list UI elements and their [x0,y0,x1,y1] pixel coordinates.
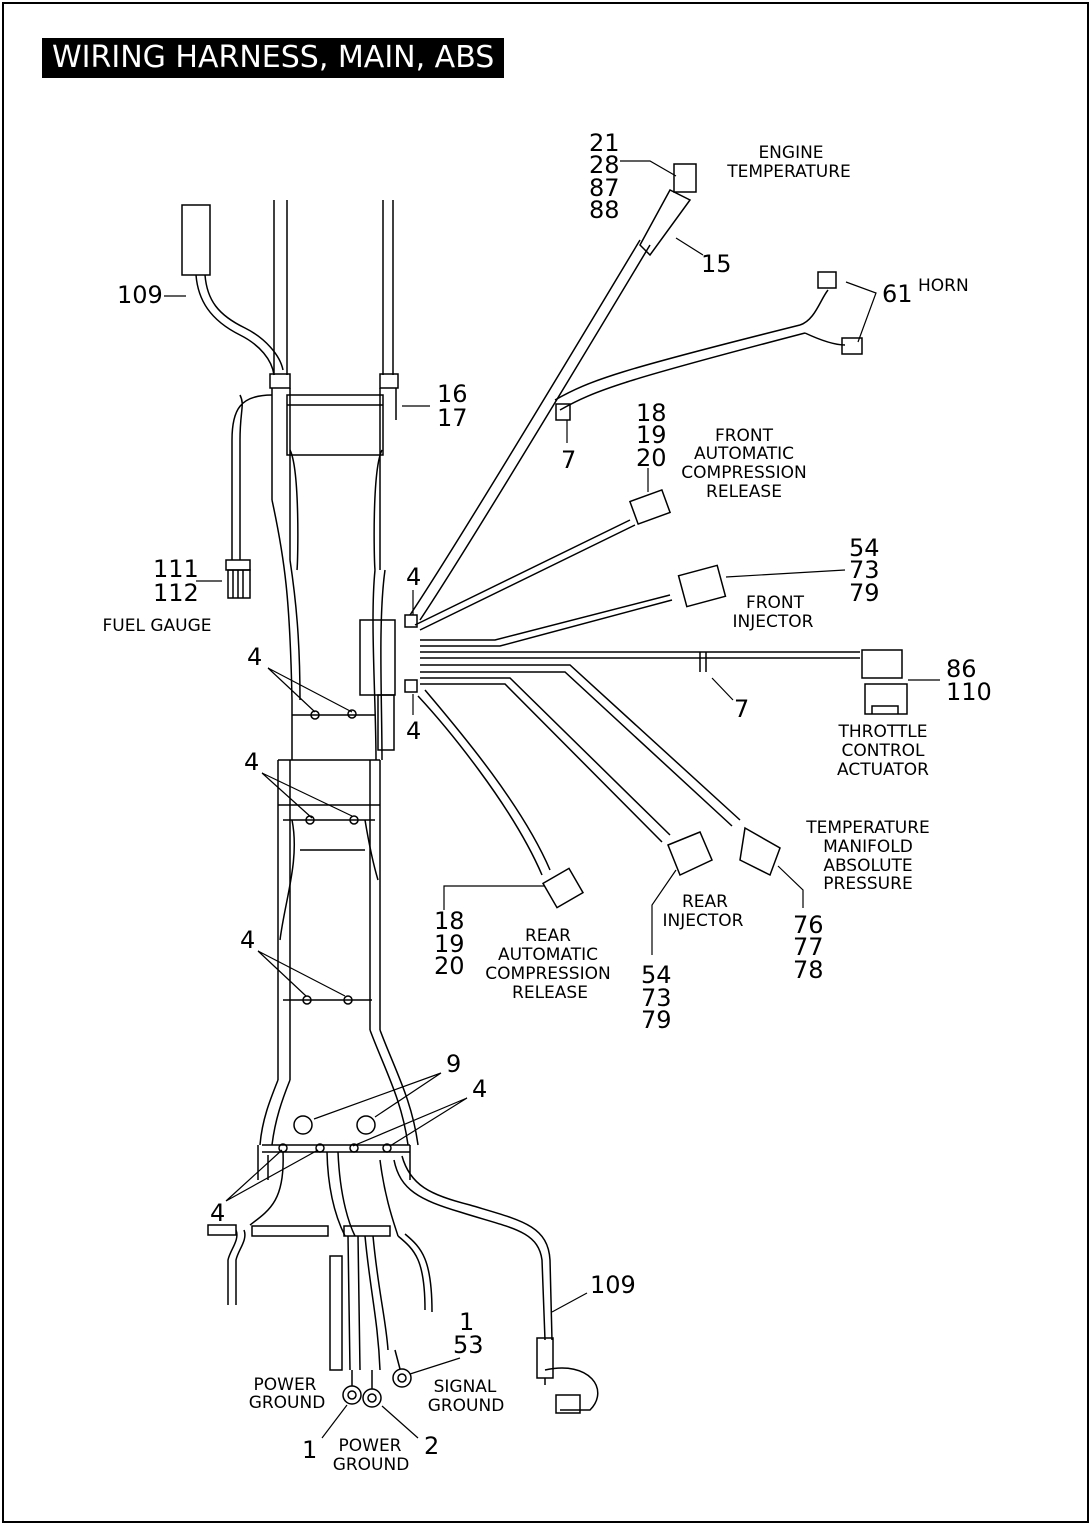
front-injector-part-num: 73 [849,556,880,584]
front-injector-part-num: 79 [849,579,880,607]
part-num-15: 15 [701,250,732,278]
frame-drawing [181,163,908,1414]
engine-temp-part-num: 88 [589,196,620,224]
part-num-4: 4 [406,563,421,591]
callout-labels: 21 28 87 88 ENGINE TEMPERATURE 15 61 HOR… [103,129,992,1475]
front-injector-label: FRONT [746,593,805,613]
tmap-part-num: 77 [793,933,824,961]
throttle-part-num: 110 [946,678,992,706]
horn-label: HORN [918,276,969,296]
front-injector-label: INJECTOR [733,612,814,632]
rear-acr-label: COMPRESSION [485,964,610,984]
rear-injector-label: INJECTOR [663,911,744,931]
fuel-gauge-label: FUEL GAUGE [103,616,212,636]
tmap-label: TEMPERATURE [805,818,930,838]
front-acr-label: AUTOMATIC [694,444,794,464]
rear-injector-part-num: 79 [641,1006,672,1034]
rear-injector-part-num: 54 [641,961,672,989]
signal-ground-part-num: 53 [453,1331,484,1359]
throttle-label: CONTROL [841,741,925,761]
part-num-17: 17 [437,404,468,432]
throttle-label: THROTTLE [837,722,927,742]
engine-temp-label: ENGINE [758,143,823,163]
tmap-part-num: 76 [793,911,824,939]
fuel-gauge-part-num: 111 [153,555,199,583]
rear-acr-part-num: 18 [434,907,465,935]
tmap-label: PRESSURE [823,874,912,894]
engine-temp-part-num: 28 [589,151,620,179]
power-ground-bottom-label: POWER [339,1436,402,1456]
rear-acr-part-num: 19 [434,930,465,958]
part-num-4: 4 [406,717,421,745]
tmap-label: ABSOLUTE [823,856,912,876]
front-acr-part-num: 18 [636,399,667,427]
power-ground-bottom-label: GROUND [333,1455,410,1475]
part-num-7-top: 7 [561,446,576,474]
tmap-label: MANIFOLD [823,837,913,857]
power-ground-left-label: POWER [254,1375,317,1395]
front-acr-label: RELEASE [706,482,782,502]
part-num-4: 4 [472,1075,487,1103]
rear-acr-label: AUTOMATIC [498,945,598,965]
tmap-part-num: 78 [793,956,824,984]
part-num-4: 4 [240,926,255,954]
front-acr-label: COMPRESSION [681,463,806,483]
part-num-4: 4 [247,643,262,671]
part-num-7-mid: 7 [734,695,749,723]
throttle-part-num: 86 [946,655,977,683]
page-title: WIRING HARNESS, MAIN, ABS [42,38,505,78]
fuel-gauge-part-num: 112 [153,579,199,607]
part-num-1: 1 [302,1436,317,1464]
throttle-label: ACTUATOR [837,760,929,780]
part-num-61: 61 [882,280,913,308]
front-acr-part-num: 20 [636,444,667,472]
front-injector-part-num: 54 [849,534,880,562]
rear-acr-label: RELEASE [512,983,588,1003]
part-num-2: 2 [424,1432,439,1460]
part-num-9: 9 [446,1050,461,1078]
signal-ground-part-num: 1 [459,1308,474,1336]
engine-temp-label: TEMPERATURE [726,162,851,182]
part-num-4: 4 [244,748,259,776]
engine-temp-part-num: 21 [589,129,620,157]
rear-injector-label: REAR [682,892,728,912]
leader-lines [164,160,940,1439]
signal-ground-label: GROUND [428,1396,505,1416]
part-num-109-bottom: 109 [590,1271,636,1299]
signal-ground-label: SIGNAL [434,1377,497,1397]
part-num-109-top: 109 [117,281,163,309]
rear-acr-label: REAR [525,926,571,946]
rear-acr-part-num: 20 [434,952,465,980]
front-acr-part-num: 19 [636,421,667,449]
part-num-4: 4 [210,1199,225,1227]
engine-temp-part-num: 87 [589,174,620,202]
front-acr-label: FRONT [715,426,774,446]
part-num-16: 16 [437,380,468,408]
rear-injector-part-num: 73 [641,984,672,1012]
power-ground-left-label: GROUND [249,1393,326,1413]
